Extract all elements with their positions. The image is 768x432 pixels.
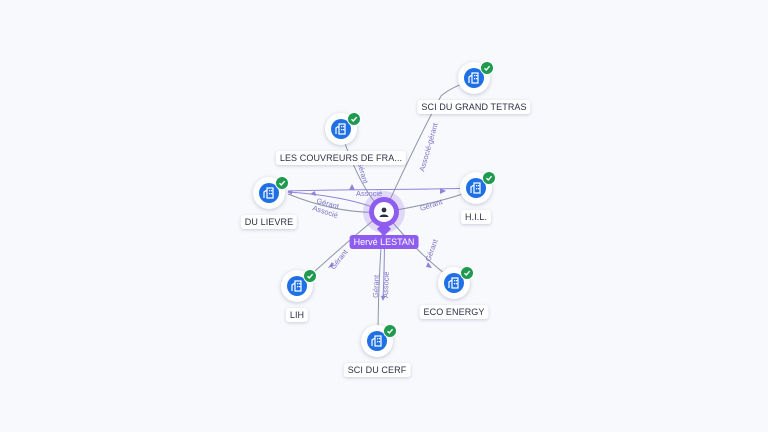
arrow-marker-du-lievre xyxy=(310,191,316,196)
check-icon xyxy=(303,269,317,283)
company-label[interactable]: LES COUVREURS DE FRA... xyxy=(275,151,407,165)
relation-label-hil-gerant: Gérant xyxy=(419,197,444,213)
edge-hil-associe xyxy=(287,185,475,192)
check-icon xyxy=(480,61,494,75)
relation-label-lih: Gérant xyxy=(328,247,350,271)
company-label[interactable]: LIH xyxy=(285,308,309,322)
building-icon xyxy=(331,119,351,139)
check-icon xyxy=(347,112,361,126)
person-label[interactable]: Hervé LESTAN xyxy=(349,235,419,249)
relation-label-cerf-gerant: Gérant xyxy=(371,274,381,298)
check-icon xyxy=(383,324,397,338)
arrow-marker-eco xyxy=(426,262,432,268)
relation-label-grand-tetras: Associé-gérant xyxy=(417,121,440,172)
company-node-circle[interactable] xyxy=(253,177,285,209)
relation-label-cerf-associe: Associé xyxy=(381,272,391,299)
check-icon xyxy=(460,266,474,280)
building-icon xyxy=(464,68,484,88)
arrow-marker-lih xyxy=(328,262,334,268)
company-label[interactable]: DU LIEVRE xyxy=(240,215,298,229)
company-label[interactable]: SCI DU GRAND TETRAS xyxy=(417,100,531,114)
arrow-marker-hil xyxy=(440,188,446,194)
check-icon xyxy=(482,171,496,185)
company-label[interactable]: H.I.L. xyxy=(460,210,492,224)
building-icon xyxy=(466,178,486,198)
company-label[interactable]: ECO ENERGY xyxy=(419,305,489,319)
building-icon xyxy=(444,273,464,293)
check-icon xyxy=(275,176,289,190)
building-icon xyxy=(367,331,387,351)
person-icon xyxy=(374,202,394,222)
arrow-marker-couvreurs xyxy=(349,184,355,190)
company-label[interactable]: SCI DU CERF xyxy=(343,363,411,377)
relation-label-hil-associe: Associé xyxy=(356,189,382,198)
building-icon xyxy=(287,276,307,296)
relation-label-eco-energy: Gérant xyxy=(423,237,440,262)
building-icon xyxy=(259,183,279,203)
person-node-circle[interactable] xyxy=(369,197,399,227)
